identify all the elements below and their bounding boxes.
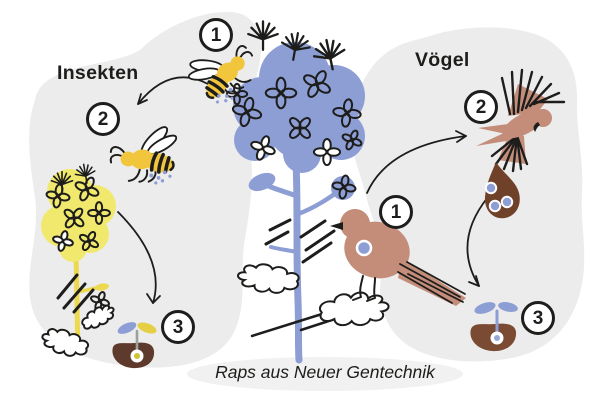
flying-bird-icon	[476, 68, 566, 173]
gm-rapeseed-plant-icon	[226, 20, 392, 364]
arrow-birds-2-3	[466, 196, 489, 287]
bird-dropping-icon	[484, 162, 520, 219]
birds-label: Vögel	[415, 49, 470, 71]
arrows	[117, 76, 489, 304]
insects-seedling-icon	[112, 322, 157, 369]
birds-step-2-badge: 2	[464, 90, 498, 124]
swallowed-seed-dot	[355, 239, 373, 257]
insects-step-1-badge: 1	[199, 18, 233, 52]
arrow-birds-1-2	[366, 130, 467, 194]
caption: Raps aus Neuer Gentechnik	[215, 362, 435, 382]
insects-step-2-badge: 2	[86, 102, 120, 136]
arrow-insects-2-3	[117, 211, 161, 304]
birds-seedling-icon	[470, 302, 518, 352]
bird-beak	[330, 222, 343, 230]
perched-bird-icon	[330, 209, 466, 306]
insects-step-3-badge: 3	[161, 310, 195, 344]
birds-step-3-badge: 3	[521, 301, 555, 335]
birds-step-1-badge: 1	[379, 195, 413, 229]
arrow-insects-1-2	[137, 76, 209, 105]
caption-highlight-blob	[187, 357, 463, 391]
insects-label: Insekten	[57, 62, 139, 84]
bird-beak	[533, 122, 540, 132]
background-blob-left	[29, 11, 261, 368]
yellow-rapeseed-plant-icon	[38, 161, 119, 362]
